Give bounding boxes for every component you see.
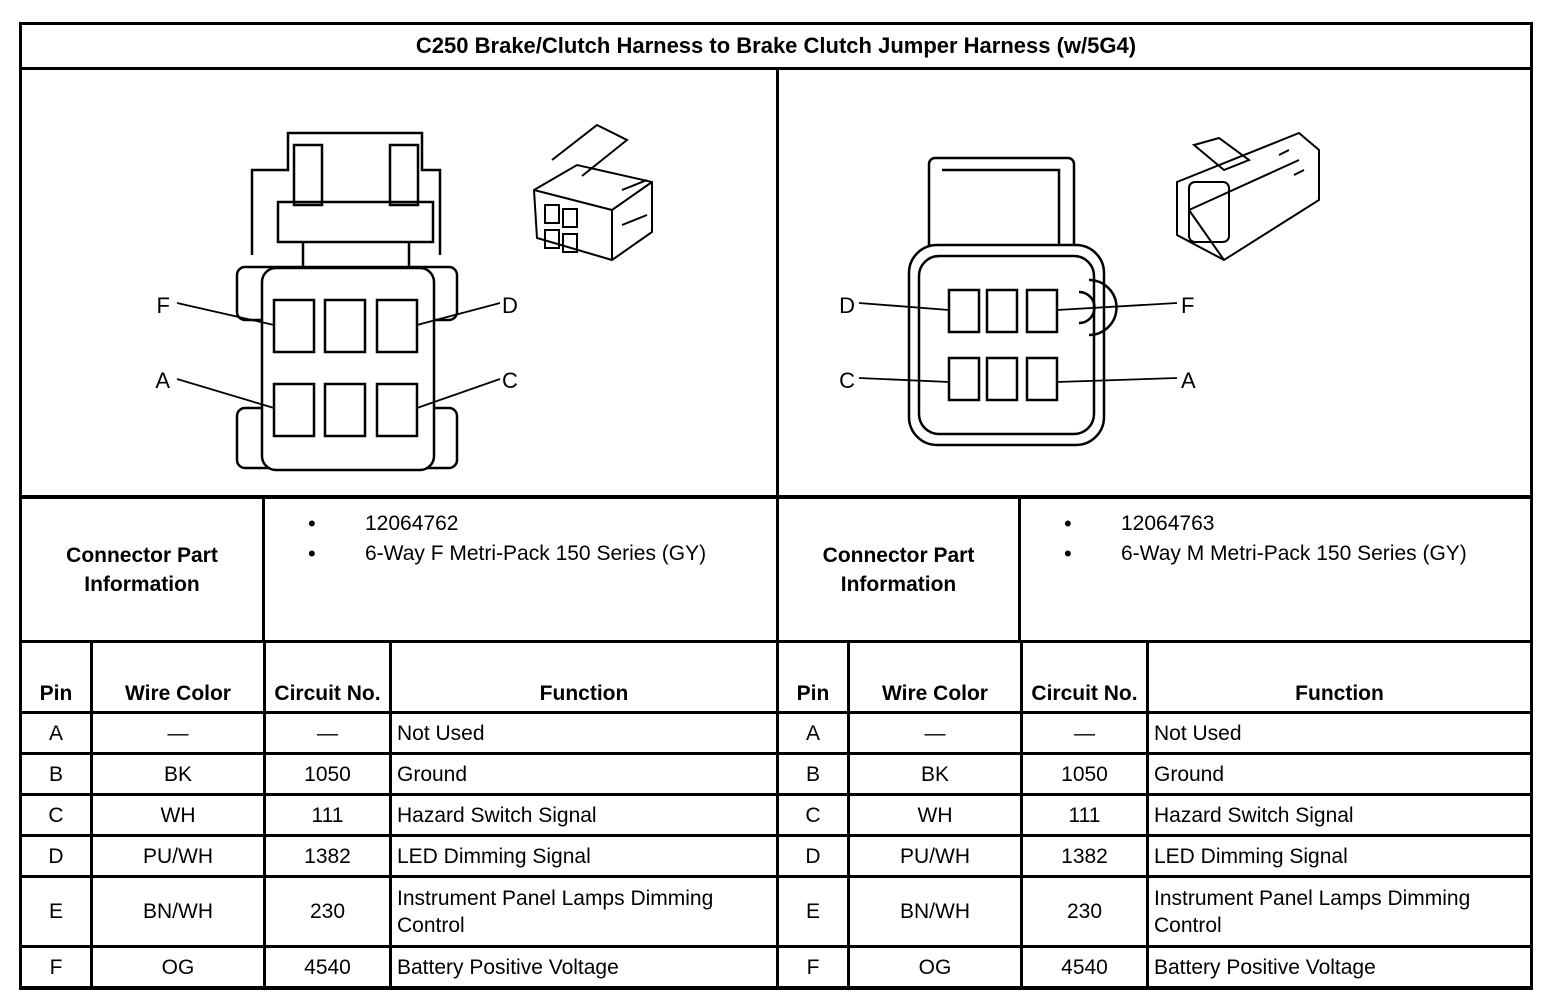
header-circuit: Circuit No. (1020, 640, 1149, 714)
connector-part-info-label: Connector Part Information (822, 543, 975, 596)
pin-label-d: D (502, 293, 518, 318)
part-info-divider-right (1018, 497, 1021, 642)
header-pin: Pin (776, 640, 850, 714)
header-circuit: Circuit No. (263, 640, 392, 714)
table-header-row: Pin Wire Color Circuit No. Function (776, 640, 1533, 714)
connector-document: C250 Brake/Clutch Harness to Brake Clutc… (19, 22, 1533, 990)
part-info-divider-left (262, 497, 265, 642)
pin-label-f: F (157, 293, 170, 318)
male-connector-diagram: D C F A (779, 70, 1533, 500)
female-connector-3d-icon (532, 123, 653, 262)
table-header-row: Pin Wire Color Circuit No. Function (19, 640, 779, 714)
part-number: 12064763 (1061, 509, 1511, 539)
connector-part-info-list: 12064762 6-Way F Metri-Pack 150 Series (… (305, 509, 755, 569)
table-row: A— —Not Used (776, 711, 1533, 755)
part-number: 12064762 (305, 509, 755, 539)
male-connector-face-view (858, 156, 1178, 447)
pin-label-c: C (839, 368, 855, 393)
diagram-bottom-rule (22, 495, 1530, 499)
page-title: C250 Brake/Clutch Harness to Brake Clutc… (22, 25, 1530, 70)
pin-label-f: F (1181, 293, 1194, 318)
center-divider (776, 70, 779, 990)
female-connector-diagram: F A D C (22, 70, 776, 500)
female-connector-face-view (176, 131, 501, 472)
connector-part-info-label: Connector Part Information (66, 543, 218, 596)
table-row: A— —Not Used (19, 711, 779, 755)
pin-label-a: A (1181, 368, 1196, 393)
part-description: 6-Way F Metri-Pack 150 Series (GY) (305, 539, 755, 569)
pinout-table: Pin Wire Color Circuit No. Function A— —… (19, 640, 779, 989)
part-description: 6-Way M Metri-Pack 150 Series (GY) (1061, 539, 1511, 569)
pin-label-a: A (155, 368, 170, 393)
header-wire-color: Wire Color (847, 640, 1023, 714)
pinout-table: Pin Wire Color Circuit No. Function A— —… (776, 640, 1533, 989)
pin-label-c: C (502, 368, 518, 393)
connector-part-info-list: 12064763 6-Way M Metri-Pack 150 Series (… (1061, 509, 1511, 569)
header-function: Function (1146, 640, 1533, 714)
pin-label-d: D (839, 293, 855, 318)
header-wire-color: Wire Color (90, 640, 266, 714)
header-pin: Pin (19, 640, 93, 714)
male-connector-3d-icon (1176, 131, 1320, 262)
header-function: Function (389, 640, 779, 714)
